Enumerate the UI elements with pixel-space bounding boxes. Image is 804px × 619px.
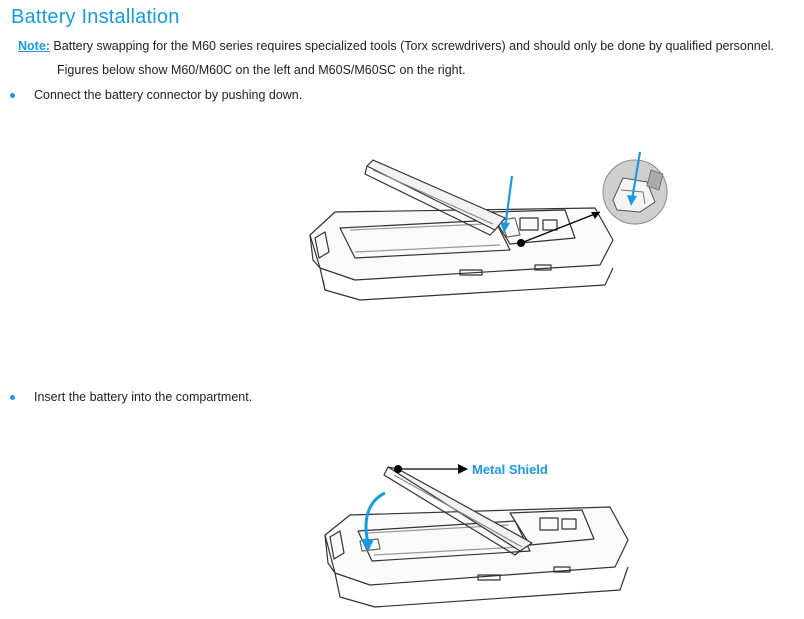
note-text: Battery swapping for the M60 series requ…	[49, 39, 774, 53]
note-text-line2: Figures below show M60/M60C on the left …	[57, 63, 466, 77]
bullet-icon	[10, 394, 15, 400]
figure-connect-battery	[309, 151, 668, 301]
figure-insert-battery: Metal Shield	[324, 462, 629, 608]
note-paragraph: Note: Battery swapping for the M60 serie…	[18, 38, 774, 54]
section-title: Battery Installation	[11, 6, 180, 28]
step-1-text: Connect the battery connector by pushing…	[34, 88, 303, 102]
step-2-text: Insert the battery into the compartment.	[34, 390, 253, 404]
step-1: Connect the battery connector by pushing…	[10, 88, 302, 102]
note-label: Note:	[18, 39, 50, 53]
metal-shield-callout: Metal Shield	[472, 462, 548, 477]
bullet-icon	[10, 92, 15, 98]
step-2: Insert the battery into the compartment.	[10, 390, 252, 404]
